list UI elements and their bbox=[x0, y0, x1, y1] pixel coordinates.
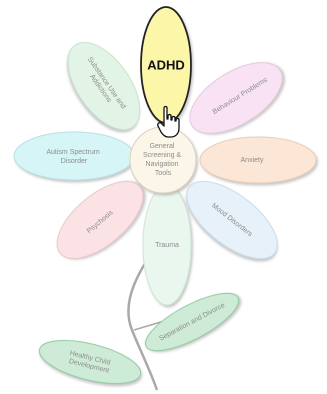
petal-label: Trauma bbox=[155, 242, 179, 249]
petal-trauma[interactable]: Trauma bbox=[142, 184, 192, 306]
svg-text:General Screening &: General Screening & Navigation Tools bbox=[143, 143, 183, 177]
svg-text:Autism Spectrum Disorder: Autism Spectrum Disorder bbox=[46, 149, 101, 165]
center-general-screening[interactable]: General Screening & Navigation Tools bbox=[129, 126, 197, 194]
petal-adhd[interactable]: ADHD bbox=[140, 6, 192, 124]
petal-label: ADHD bbox=[147, 57, 185, 72]
petal-mood-disorders[interactable]: Mood Disorders bbox=[174, 167, 290, 273]
petal-autism-spectrum-disorder[interactable]: Autism Spectrum Disorder bbox=[13, 131, 135, 181]
leaf-healthy-child-development[interactable]: Healthy Child Development bbox=[35, 332, 145, 392]
petal-anxiety[interactable]: Anxiety bbox=[199, 136, 317, 184]
petal-label-line: Autism Spectrum bbox=[46, 149, 99, 156]
center-label-line: General bbox=[150, 143, 175, 150]
petal-label-line: Disorder bbox=[61, 158, 88, 165]
petal-behaviour-problems[interactable]: Behaviour Problems bbox=[178, 48, 294, 147]
petal-label: Anxiety bbox=[241, 157, 264, 164]
center-label-line: Navigation bbox=[145, 161, 178, 168]
hand-pointer-icon bbox=[157, 105, 180, 138]
center-label-line: Screening & bbox=[143, 152, 181, 159]
petal-substance-use[interactable]: Substance Use and Addictions bbox=[54, 30, 154, 142]
center-label-line: Tools bbox=[155, 170, 172, 177]
petal-psychosis[interactable]: Psychosis bbox=[44, 167, 156, 272]
